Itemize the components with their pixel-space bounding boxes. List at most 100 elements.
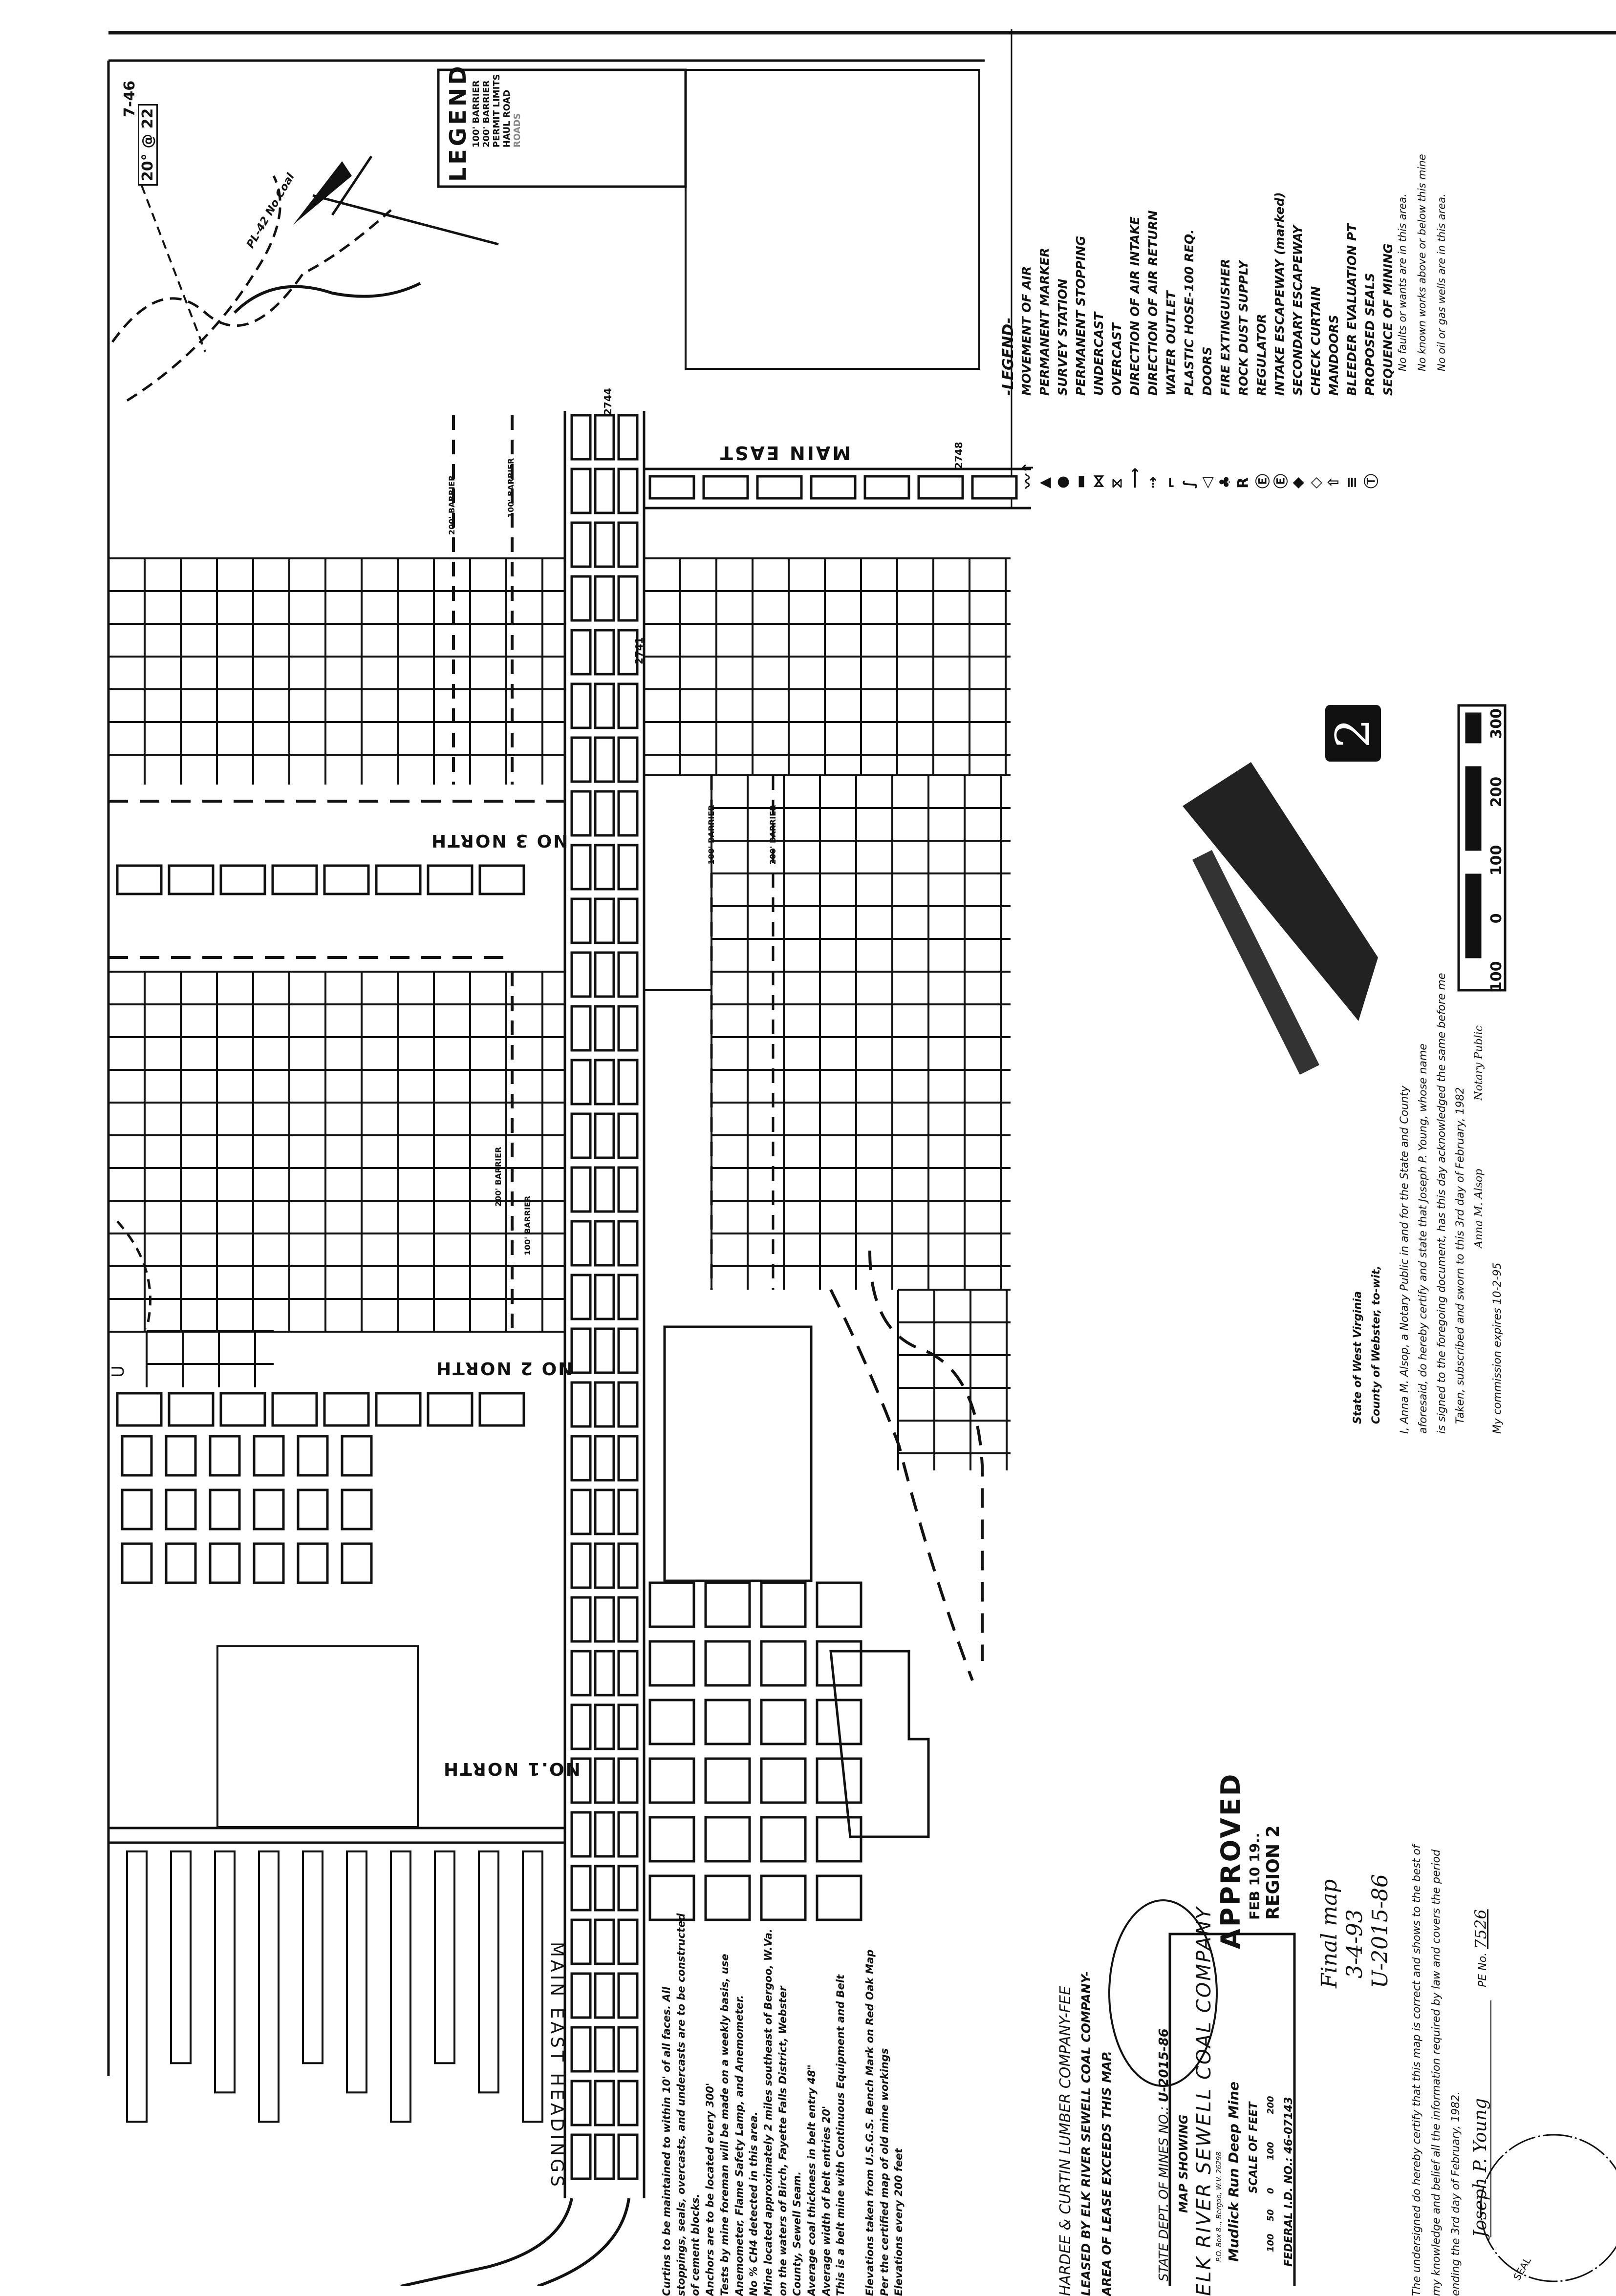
right-workings-block bbox=[704, 1699, 751, 1745]
legend-symbol-icon: ⧖ bbox=[1108, 478, 1125, 489]
main-east-pillar bbox=[594, 2080, 615, 2126]
main-east-pillar bbox=[570, 1650, 592, 1697]
main-east-pillar bbox=[617, 1327, 639, 1374]
title-block: STATE DEPT. OF MINES NO.: U-2015-86 MAP … bbox=[1154, 1906, 1300, 2296]
right-workings-block bbox=[816, 1581, 862, 1628]
main-east-pillar bbox=[617, 2080, 639, 2126]
legend-symbol-icon: ▲ bbox=[1036, 477, 1053, 489]
main-east-pillar bbox=[617, 682, 639, 729]
no2-north-pillar bbox=[116, 1392, 163, 1427]
survey-line bbox=[331, 155, 373, 216]
legend-item: ≡BLEEDER EVALUATION PT bbox=[1343, 192, 1361, 489]
scale-tick: 0 bbox=[1266, 2188, 1276, 2194]
main-east-pillar bbox=[594, 1005, 615, 1052]
main-east-pillar bbox=[617, 1381, 639, 1428]
no2-north-block bbox=[121, 1435, 153, 1477]
note-line: Curtins to be maintained to within 10' o… bbox=[661, 1986, 672, 2296]
main-east-pillar bbox=[570, 1488, 592, 1535]
legend-box-title: LEGEND bbox=[445, 63, 471, 182]
no3-north-pillar bbox=[478, 864, 525, 895]
main-east-branch-pillar bbox=[863, 475, 910, 500]
corner-code: 7-46 bbox=[121, 80, 138, 117]
main-east-pillar bbox=[617, 1112, 639, 1159]
main-east-branch-pillar bbox=[917, 475, 964, 500]
main-east-branch-pillar bbox=[756, 475, 803, 500]
no2-north-block bbox=[341, 1488, 373, 1531]
no2-north-block bbox=[209, 1542, 241, 1584]
lease-title-line: LEASED BY ELK RIVER SEWELL COAL COMPANY- bbox=[1079, 1971, 1093, 2296]
main-east-pillar bbox=[594, 1650, 615, 1697]
legend-label: WATER OUTLET bbox=[1164, 291, 1178, 396]
no1-north-stub bbox=[126, 1850, 148, 2123]
handwritten-line: Final map bbox=[1317, 1879, 1342, 1988]
elevation-label: 2741 bbox=[633, 637, 645, 664]
main-east-pillar bbox=[617, 844, 639, 891]
right-workings-outline bbox=[829, 1650, 930, 1838]
right-workings-block bbox=[704, 1757, 751, 1804]
main-east-pillar bbox=[617, 790, 639, 837]
haul-road bbox=[233, 282, 421, 314]
main-east-pillar bbox=[570, 682, 592, 729]
legend-box-item: HAUL ROAD bbox=[502, 89, 512, 148]
scale-bar-segment bbox=[1465, 766, 1482, 822]
right-workings-block bbox=[704, 1581, 751, 1628]
legend-label: DIRECTION OF AIR RETURN bbox=[1146, 210, 1160, 396]
right-workings-block bbox=[704, 1816, 751, 1863]
main-east-pillar bbox=[570, 844, 592, 891]
engineer-signature: Joseph P. Young bbox=[1470, 2000, 1491, 2237]
elevation-label: 2748 bbox=[953, 442, 965, 469]
right-workings-block bbox=[760, 1816, 807, 1863]
legend-item: ◇CHECK CURTAIN bbox=[1307, 192, 1325, 489]
main-east-pillar bbox=[617, 414, 639, 461]
main-east-pillar bbox=[617, 1650, 639, 1697]
no1-north-stub bbox=[434, 1850, 455, 2064]
main-east-pillar bbox=[570, 1865, 592, 1912]
legend-label: OVERCAST bbox=[1110, 323, 1124, 396]
no2-north-block bbox=[121, 1488, 153, 1531]
legend-symbol-icon: ⟶ bbox=[1126, 467, 1143, 489]
note-line: Average coal thickness in belt entry 48" bbox=[806, 2064, 818, 2296]
main-east-pillar bbox=[594, 1059, 615, 1105]
notary-line: Anna M. Alsop Notary Public bbox=[1473, 1025, 1485, 1248]
note-line: Mine located approximately 2 miles south… bbox=[762, 1929, 774, 2296]
lease-title-line: AREA OF LEASE EXCEEDS THIS MAP. bbox=[1099, 2051, 1114, 2296]
scale-tick: 300 bbox=[1488, 708, 1505, 739]
notary-line: My commission expires 10-2-95 bbox=[1491, 1262, 1504, 1434]
main-east-pillar bbox=[570, 736, 592, 783]
no1-north-stub bbox=[302, 1850, 323, 2064]
legend-label: UNDERCAST bbox=[1092, 312, 1106, 396]
proposed-curve-dashed bbox=[829, 1289, 974, 1681]
main-east-pillar bbox=[594, 1757, 615, 1804]
right-workings-block bbox=[816, 1874, 862, 1921]
right-workings-block bbox=[648, 1581, 695, 1628]
legend-label: DIRECTION OF AIR INTAKE bbox=[1128, 216, 1142, 396]
main-east-pillar bbox=[570, 629, 592, 676]
legend-title: -LEGEND- bbox=[1000, 317, 1017, 396]
main-east-pillar bbox=[594, 1381, 615, 1428]
main-east-pillar bbox=[594, 468, 615, 514]
legend-symbol-icon: Ⓣ bbox=[1363, 474, 1380, 489]
label-main-east-headings: MAIN EAST HEADINGS bbox=[547, 1942, 567, 2190]
no3-north-pillar bbox=[375, 864, 422, 895]
main-east-pillar bbox=[617, 1220, 639, 1267]
barrier-label: 200' BARRIER bbox=[447, 475, 456, 535]
side-notes: No faults or wants are in this area. No … bbox=[1393, 154, 1451, 371]
main-east-pillar bbox=[570, 1327, 592, 1374]
scale-bar-segment bbox=[1465, 873, 1482, 929]
legend-item: ⌐WATER OUTLET bbox=[1162, 192, 1180, 489]
main-east-pillar bbox=[617, 575, 639, 622]
no2-north-pillar bbox=[323, 1392, 370, 1427]
legend-label: SURVEY STATION bbox=[1056, 278, 1070, 396]
main-east-pillar bbox=[617, 1918, 639, 1965]
sketch-line bbox=[141, 185, 206, 352]
legend-label: MANDOORS bbox=[1327, 315, 1341, 396]
no3-north-pillar bbox=[271, 864, 318, 895]
notary-line: Taken, subscribed and sworn to this 3rd … bbox=[1454, 1087, 1466, 1424]
main-east-pillar bbox=[570, 521, 592, 568]
main-east-pillar bbox=[617, 1005, 639, 1052]
main-east-pillar bbox=[570, 414, 592, 461]
main-east-pillar bbox=[594, 897, 615, 944]
main-east-pillar bbox=[570, 1005, 592, 1052]
main-east-pillar bbox=[617, 897, 639, 944]
